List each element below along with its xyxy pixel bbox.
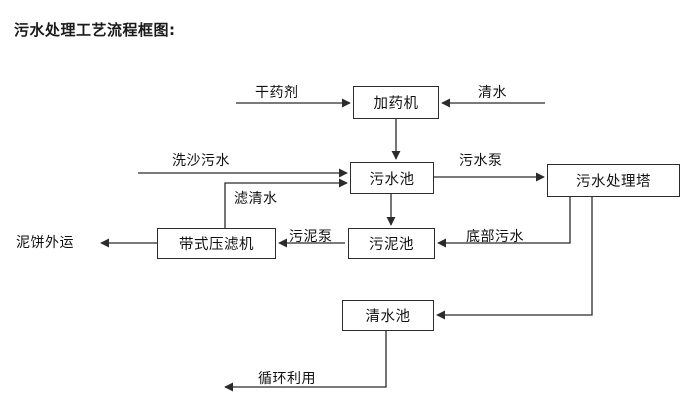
edge-label-sand-wash-wastewater: 洗沙污水 [172,153,230,169]
connector-tower-to-sludge-pool [437,197,571,248]
node-sludge-pool[interactable]: 污泥池 [348,228,435,259]
connector-filtrate-to-wastewater-pool [224,178,348,228]
edge-label-clean-water-in: 清水 [478,85,507,101]
connector-tower-to-clean-water-pool [436,197,593,320]
edge-label-filtrate: 滤清水 [234,191,278,207]
edge-label-wastewater-pump: 污水泵 [459,153,503,169]
edge-label-recycle-use: 循环利用 [258,371,316,387]
connector-clean-water-pool-to-recycle [224,331,387,392]
node-wastewater-pool[interactable]: 污水池 [350,162,434,194]
page-title: 污水处理工艺流程框图: [14,21,176,39]
terminal-mud-cake-transport: 泥饼外运 [16,235,74,251]
edge-label-bottom-wastewater: 底部污水 [466,229,524,245]
node-clean-water-pool[interactable]: 清水池 [342,300,434,331]
edge-label-dry-chemical: 干药剂 [255,85,299,101]
node-dosing-machine[interactable]: 加药机 [353,86,439,119]
edge-label-sludge-pump: 污泥泵 [289,229,333,245]
node-belt-filter-press[interactable]: 带式压滤机 [157,228,276,259]
node-wastewater-treatment-tower[interactable]: 污水处理塔 [547,164,680,197]
